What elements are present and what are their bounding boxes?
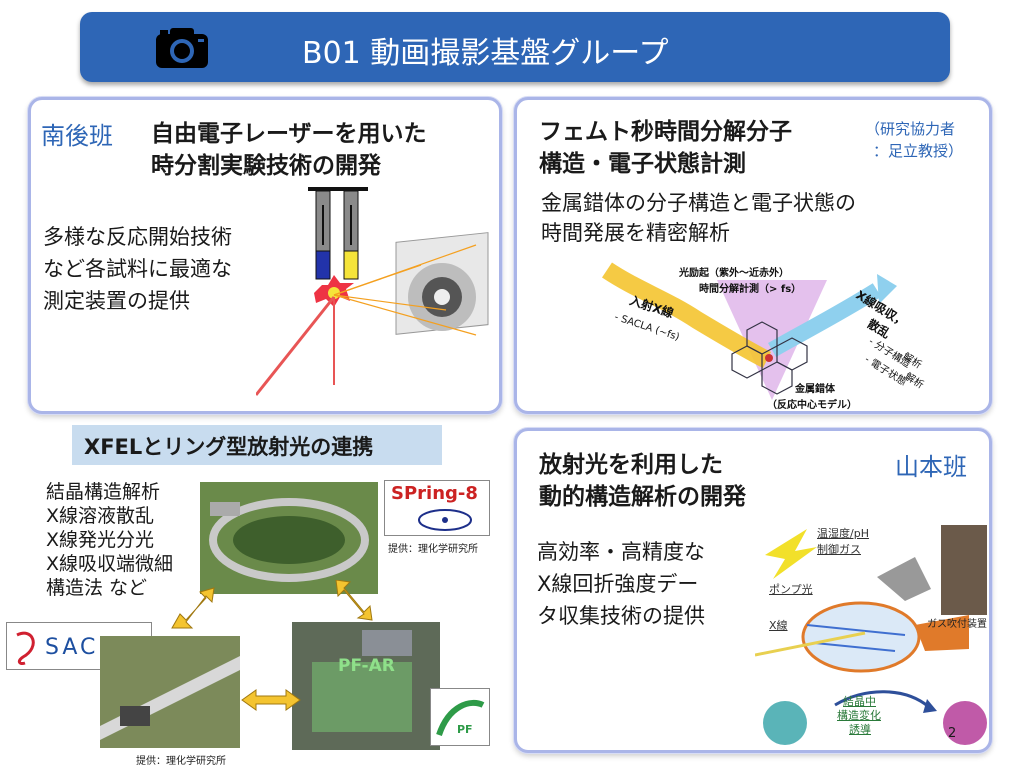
body-line: 測定装置の提供 (43, 289, 190, 313)
xfel-banner: XFELとリング型放射光の連携 (72, 425, 442, 465)
photo-credit: 提供：理化学研究所 (388, 544, 478, 555)
link-arrows (171, 580, 373, 711)
panel-title-line1: 放射光を利用した (539, 452, 723, 478)
crystal-experiment-diagram (755, 525, 987, 745)
label-gas-device: ガス吹付装置 (927, 619, 987, 630)
camera-icon (156, 28, 208, 68)
spring8-aerial-photo (200, 482, 378, 594)
spring8-logo: SPring-8 (384, 480, 490, 536)
list-item: 構造法 など (46, 577, 148, 599)
panel-title-line2: 動的構造解析の開発 (539, 484, 746, 510)
body-line: 金属錯体の分子構造と電子状態の (541, 191, 856, 215)
label-pump-light: ポンプ光 (769, 583, 813, 596)
pf-logo: PF (430, 688, 490, 746)
panel-femtosecond-measurement: フェムト秒時間分解分子 構造・電子状態計測 （研究協力者 ：足立教授） 金属錯体… (514, 97, 992, 414)
panel-title-line2: 時分割実験技術の開発 (151, 153, 381, 179)
list-item: 結晶構造解析 (46, 481, 161, 503)
body-line: 多様な反応開始技術 (43, 225, 232, 249)
list-item: X線溶液散乱 (46, 505, 155, 527)
panel-synchrotron-analysis: 山本班 放射光を利用した 動的構造解析の開発 高効率・高精度な X線回折強度デー… (514, 428, 992, 753)
team-label-nango: 南後班 (41, 122, 113, 150)
body-line: など各試料に最適な (43, 257, 232, 281)
list-item: X線吸収端微細 (46, 553, 174, 575)
photo-credit: 提供：理化学研究所 (136, 756, 226, 767)
panel-title-line2: 構造・電子状態計測 (539, 151, 746, 177)
label-crystal-change-2: 構造変化 (837, 709, 881, 722)
team-label-yamamoto: 山本班 (895, 453, 967, 481)
pfar-label: PF-AR (338, 656, 395, 676)
collaborator-line1: （研究協力者 (865, 120, 956, 138)
label-crystal-change-1: 結晶中 (843, 695, 876, 708)
metal-complex-diagram (602, 262, 897, 400)
page-number: 2 (948, 726, 957, 741)
xfel-banner-title: XFELとリング型放射光の連携 (84, 435, 374, 459)
label-excitation-1: 光励起（紫外〜近赤外） (679, 268, 789, 279)
laser-setup-illustration (256, 187, 489, 396)
label-humidity: 温湿度/pH (817, 527, 869, 540)
label-reaction-center: （反応中心モデル） (767, 400, 857, 411)
label-excitation-2: 時間分解計測（> fs） (699, 284, 802, 295)
body-line: タ収集技術の提供 (537, 604, 705, 628)
panel-free-electron-laser: 南後班 自由電子レーザーを用いた 時分割実験技術の開発 多様な反応開始技術 など… (28, 97, 502, 414)
panel-title-line1: 自由電子レーザーを用いた (151, 121, 427, 147)
body-line: 時間発展を精密解析 (541, 221, 730, 245)
sacla-aerial-photo (100, 636, 240, 748)
label-metal-complex: 金属錯体 (795, 384, 835, 395)
spring8-logo-text: SPring-8 (391, 483, 478, 504)
header-bar: B01 動画撮影基盤グループ (80, 12, 950, 82)
label-control-gas: 制御ガス (817, 543, 861, 556)
pfar-aerial-photo: PF-AR (292, 622, 440, 750)
label-crystal-change-3: 誘導 (849, 723, 871, 736)
list-item: X線発光分光 (46, 529, 155, 551)
label-xray: X線 (769, 619, 788, 632)
pf-logo-text: PF (457, 723, 473, 736)
collaborator-line2: ：足立教授） (873, 142, 964, 160)
body-line: X線回折強度デー (537, 572, 699, 596)
body-line: 高効率・高精度な (537, 540, 705, 564)
panel-title-line1: フェムト秒時間分解分子 (539, 119, 792, 145)
page-title: B01 動画撮影基盤グループ (302, 36, 669, 71)
